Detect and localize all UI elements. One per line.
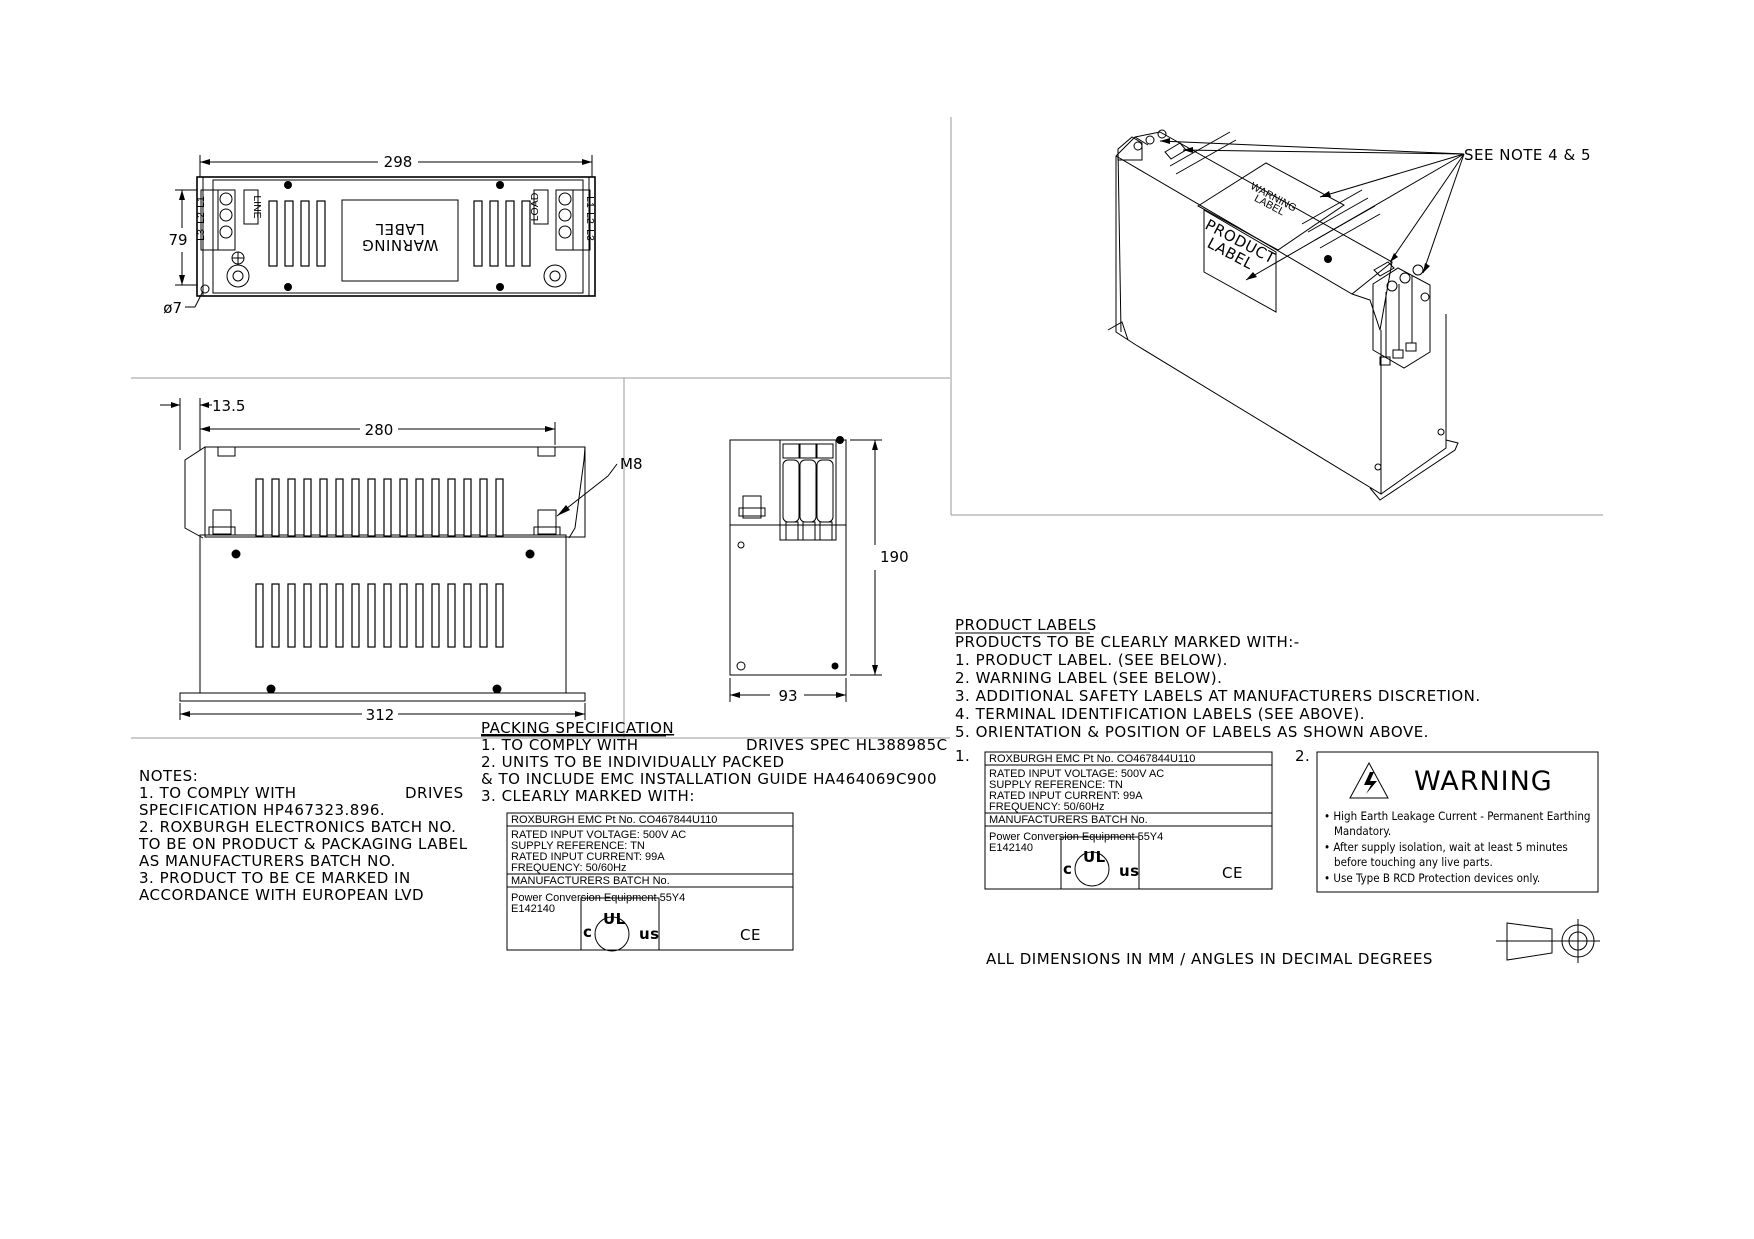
packing-heading: PACKING SPECIFICATION: [481, 719, 674, 737]
packing-product-label: ROXBURGH EMC Pt No. CO467844U110 RATED I…: [506, 812, 794, 952]
product-labels-line-2: 1. PRODUCT LABEL. (SEE BELOW).: [955, 651, 1228, 669]
units-note: ALL DIMENSIONS IN MM / ANGLES IN DECIMAL…: [986, 950, 1433, 968]
packing-line-4: 3. CLEARLY MARKED WITH:: [481, 787, 695, 805]
pk-label-voltage: RATED INPUT VOLTAGE: 500V AC: [511, 829, 686, 841]
load-tag: LOAD: [529, 192, 541, 221]
line-tag: LINE: [251, 195, 263, 218]
pl-ul-us: us: [1119, 862, 1140, 880]
dim-79: 79: [168, 231, 187, 249]
top-terminal-right-2: L2: [584, 212, 596, 224]
dim-190: 190: [880, 548, 909, 566]
product-labels-line-1: PRODUCTS TO BE CLEARLY MARKED WITH:-: [955, 633, 1300, 651]
isometric-view: WARNING LABEL PRODUCT LABEL SEE NOTE 4 &…: [1107, 129, 1591, 501]
pk-label-file: E142140: [511, 903, 555, 915]
product-labels-line-3: 2. WARNING LABEL (SEE BELOW).: [955, 669, 1222, 687]
pl-ul-c: c: [1063, 860, 1072, 878]
pk-label-freq: FREQUENCY: 50/60Hz: [511, 862, 627, 874]
product-labels-block: PRODUCT LABELS PRODUCTS TO BE CLEARLY MA…: [955, 616, 1481, 765]
pl-voltage: RATED INPUT VOLTAGE: 500V AC: [989, 768, 1164, 780]
product-labels-line-5: 4. TERMINAL IDENTIFICATION LABELS (SEE A…: [955, 705, 1365, 723]
notes-drives: DRIVES: [405, 784, 464, 802]
notes-line-3: 2. ROXBURGH ELECTRONICS BATCH NO.: [139, 818, 456, 836]
top-warning-label-line1: WARNING: [362, 236, 439, 254]
top-terminal-right-3: L3: [584, 229, 596, 241]
warning-bullet-1b: Mandatory.: [1334, 824, 1391, 838]
pk-ul-us: us: [639, 925, 660, 943]
product-label-right: ROXBURGH EMC Pt No. CO467844U110 RATED I…: [984, 751, 1273, 890]
pl-freq: FREQUENCY: 50/60Hz: [989, 801, 1105, 813]
packing-spec-block: PACKING SPECIFICATION 1. TO COMPLY WITH …: [481, 719, 948, 805]
pl-batch: MANUFACTURERS BATCH No.: [989, 814, 1148, 826]
warning-bullet-2: • After supply isolation, wait at least …: [1324, 840, 1568, 854]
packing-line-1b: DRIVES SPEC HL388985C: [746, 736, 948, 754]
projection-symbol-icon: [1496, 919, 1600, 963]
top-warning-label-line2: LABEL: [375, 220, 425, 238]
top-terminal-left-1: L1: [195, 196, 207, 208]
notes-line-6: 3. PRODUCT TO BE CE MARKED IN: [139, 869, 411, 887]
notes-line-1: 1. TO COMPLY WITH: [139, 784, 297, 802]
dim-13-5: 13.5: [212, 397, 245, 415]
dim-hole-dia: ø7: [163, 299, 182, 317]
warning-label: WARNING • High Earth Leakage Current - P…: [1316, 751, 1599, 893]
lightning-icon: [1364, 772, 1377, 794]
notes-block: NOTES: 1. TO COMPLY WITH DRIVES SPECIFIC…: [138, 767, 468, 904]
top-slots-right: [473, 200, 531, 267]
top-terminal-right-1: L1: [584, 196, 596, 208]
pk-label-batch: MANUFACTURERS BATCH No.: [511, 875, 670, 887]
dim-298: 298: [384, 153, 413, 171]
dim-280: 280: [365, 421, 394, 439]
side-view: 190 93: [729, 436, 909, 705]
pk-ul-mark: UL: [603, 910, 626, 928]
warning-triangle-icon: [1349, 761, 1389, 799]
pk-label-current: RATED INPUT CURRENT: 99A: [511, 851, 665, 863]
see-note-4-5: SEE NOTE 4 & 5: [1464, 146, 1591, 164]
pk-label-part: ROXBURGH EMC Pt No. CO467844U110: [511, 814, 717, 826]
notes-heading: NOTES:: [139, 767, 198, 785]
pl-part: ROXBURGH EMC Pt No. CO467844U110: [989, 753, 1195, 765]
pl-ce-mark: CE: [1222, 864, 1243, 882]
top-terminal-left-3: L3: [195, 229, 207, 241]
product-labels-heading: PRODUCT LABELS: [955, 616, 1097, 634]
packing-line-3: & TO INCLUDE EMC INSTALLATION GUIDE HA46…: [481, 770, 937, 788]
front-view: M8 13.5 280 312: [160, 397, 643, 724]
product-labels-line-4: 3. ADDITIONAL SAFETY LABELS AT MANUFACTU…: [955, 687, 1481, 705]
packing-line-1a: 1. TO COMPLY WITH: [481, 736, 639, 754]
warning-bullet-1: • High Earth Leakage Current - Permanent…: [1324, 809, 1590, 823]
product-labels-line-6: 5. ORIENTATION & POSITION OF LABELS AS S…: [955, 723, 1429, 741]
notes-line-7: ACCORDANCE WITH EUROPEAN LVD: [139, 886, 424, 904]
top-view: L1 L2 L3 L1 L2 L3 LINE LOAD WARN: [163, 153, 596, 317]
dim-312: 312: [366, 706, 395, 724]
warning-bullet-2b: before touching any live parts.: [1334, 855, 1493, 869]
pk-label-supply: SUPPLY REFERENCE: TN: [511, 840, 645, 852]
pl-file: E142140: [989, 842, 1033, 854]
notes-line-4: TO BE ON PRODUCT & PACKAGING LABEL: [138, 835, 468, 853]
top-slots-left: [268, 200, 326, 267]
view-frame-lines: [131, 117, 1603, 739]
pl-ul-mark: UL: [1083, 848, 1106, 866]
product-labels-item-2: 2.: [1295, 747, 1310, 765]
front-slots-upper: [255, 478, 504, 537]
product-labels-item-1: 1.: [955, 747, 970, 765]
warning-title: WARNING: [1414, 766, 1553, 797]
pl-supply: SUPPLY REFERENCE: TN: [989, 779, 1123, 791]
pl-current: RATED INPUT CURRENT: 99A: [989, 790, 1143, 802]
dim-m8: M8: [620, 455, 643, 473]
pk-ul-c: c: [583, 923, 592, 941]
packing-line-2: 2. UNITS TO BE INDIVIDUALLY PACKED: [481, 753, 785, 771]
dim-93: 93: [778, 687, 797, 705]
top-terminal-left-2: L2: [195, 212, 207, 224]
pk-ce-mark: CE: [740, 926, 761, 944]
notes-line-5: AS MANUFACTURERS BATCH NO.: [139, 852, 396, 870]
front-slots-lower: [255, 583, 504, 648]
warning-bullet-3: • Use Type B RCD Protection devices only…: [1324, 871, 1540, 885]
notes-line-2: SPECIFICATION HP467323.896.: [139, 801, 385, 819]
